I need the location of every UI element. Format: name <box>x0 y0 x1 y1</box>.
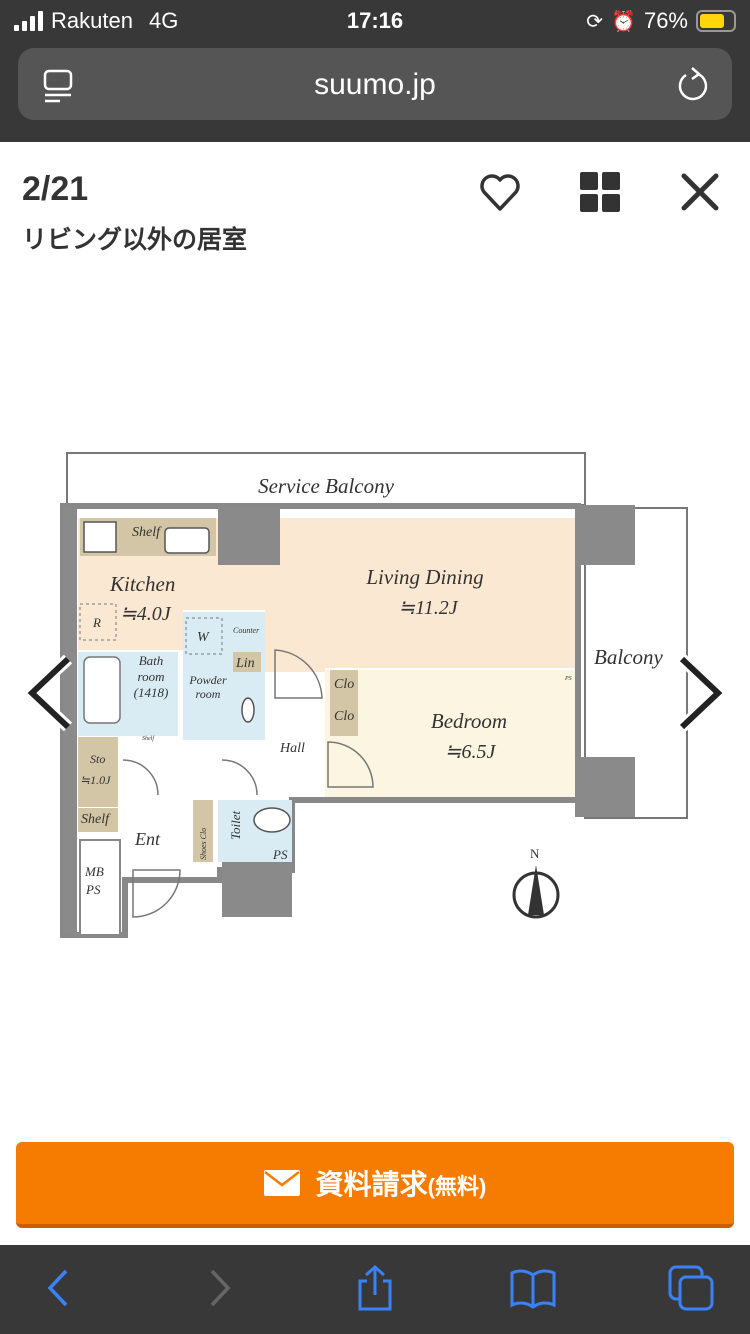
label-counter: Counter <box>233 626 260 635</box>
network-type: 4G <box>148 8 179 33</box>
storage-area <box>78 737 118 807</box>
label-washer: W <box>197 630 210 645</box>
label-storage: Sto <box>90 752 105 766</box>
status-icons: ⟳ ⏰ 76% <box>586 8 736 34</box>
battery-icon <box>696 10 736 32</box>
image-counter: 2/21 <box>22 170 89 208</box>
tabs-icon[interactable] <box>668 1265 714 1311</box>
forward-icon[interactable] <box>196 1265 242 1311</box>
previous-image-arrow-icon[interactable] <box>24 655 74 731</box>
living-kitchen-area <box>78 518 575 672</box>
label-mb: MB <box>84 864 104 879</box>
label-ps-small: PS <box>564 676 572 682</box>
favorite-heart-icon[interactable] <box>478 170 522 214</box>
label-entrance: Ent <box>134 829 161 849</box>
label-balcony: Balcony <box>594 645 663 669</box>
label-shoes-closet: Shoes Clo <box>199 828 208 860</box>
request-info-button[interactable]: 資料請求(無料) <box>16 1142 734 1228</box>
address-bar[interactable]: suumo.jp <box>18 48 732 120</box>
north-compass-icon <box>512 865 560 919</box>
label-living-dining: Living Dining <box>365 565 483 589</box>
label-kitchen-size: ≒4.0J <box>120 603 172 625</box>
label-storage-size: ≒1.0J <box>80 773 111 787</box>
back-icon[interactable] <box>36 1265 82 1311</box>
label-closet-1: Clo <box>334 677 354 692</box>
label-refrigerator: R <box>92 615 101 630</box>
grid-view-icon[interactable] <box>578 170 622 214</box>
reload-icon[interactable] <box>676 66 710 104</box>
label-shelf-small: Shelf <box>142 735 155 742</box>
label-shelf: Shelf <box>132 525 162 540</box>
reader-view-icon[interactable] <box>42 68 74 104</box>
label-bath-room: room <box>138 669 165 684</box>
next-image-arrow-icon[interactable] <box>676 655 726 731</box>
label-ps: PS <box>272 847 288 862</box>
bedroom-area <box>325 670 575 797</box>
label-bedroom: Bedroom <box>431 709 507 733</box>
share-icon[interactable] <box>352 1265 398 1311</box>
alarm-icon: ⏰ <box>611 10 636 33</box>
label-bedroom-size: ≒6.5J <box>445 741 497 763</box>
bookmarks-icon[interactable] <box>510 1265 556 1311</box>
battery-percent: 76% <box>643 8 688 33</box>
rotation-lock-icon: ⟳ <box>586 10 604 33</box>
label-service-balcony: Service Balcony <box>258 474 395 498</box>
label-living-size: ≒11.2J <box>398 597 458 619</box>
label-shelf-bottom: Shelf <box>81 812 111 827</box>
label-powder: Powder <box>188 673 227 687</box>
label-linen: Lin <box>235 656 255 671</box>
carrier-name: Rakuten <box>51 8 133 33</box>
label-bath-size: (1418) <box>134 685 169 700</box>
safari-toolbar <box>0 1245 750 1334</box>
label-toilet: Toilet <box>228 810 243 840</box>
label-kitchen: Kitchen <box>109 572 175 596</box>
close-icon[interactable] <box>678 170 722 214</box>
label-north: N <box>530 846 540 861</box>
url-text[interactable]: suumo.jp <box>314 68 436 101</box>
label-bath: Bath <box>139 653 164 668</box>
signal-icon <box>14 11 43 31</box>
image-caption: リビング以外の居室 <box>22 226 248 254</box>
label-mb-ps: PS <box>85 882 101 897</box>
carrier-info: Rakuten 4G <box>14 8 178 34</box>
clock: 17:16 <box>346 8 404 33</box>
mail-icon <box>263 1170 300 1196</box>
label-powder-room: room <box>196 687 221 701</box>
request-info-label: 資料請求 <box>315 1169 428 1200</box>
label-hall: Hall <box>279 741 305 756</box>
status-and-browser-bar: Rakuten 4G 17:16 ⟳ ⏰ 76% suumo.jp <box>0 0 750 142</box>
label-closet-2: Clo <box>334 709 354 724</box>
request-info-free: (無料) <box>427 1174 487 1199</box>
floor-plan-image: Service Balcony Shelf Kitchen ≒4.0J R Li… <box>60 452 688 938</box>
